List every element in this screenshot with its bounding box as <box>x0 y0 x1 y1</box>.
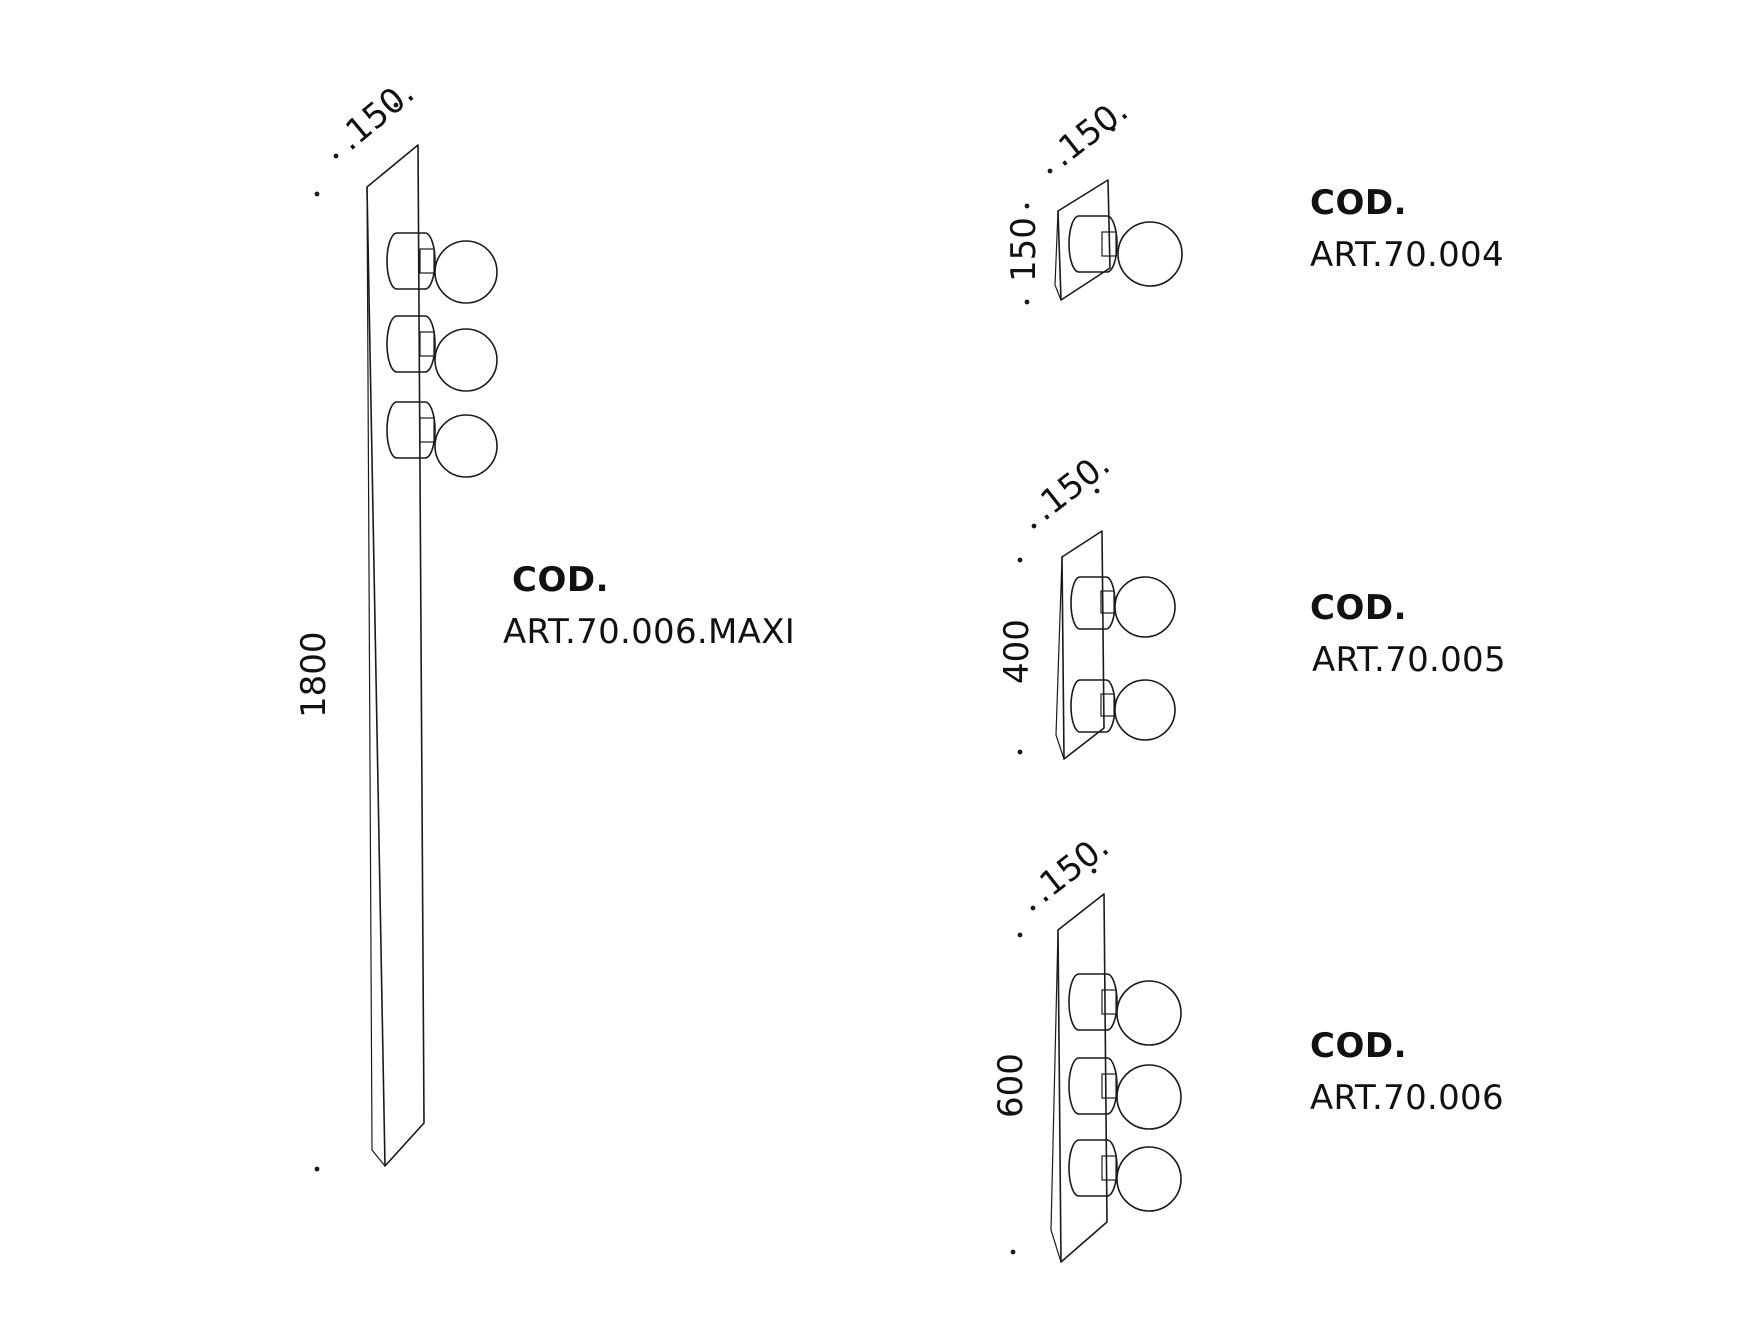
product-004-drawing: .150. 150 <box>1004 90 1183 305</box>
maxi-article-number: ART.70.006.MAXI <box>503 612 796 652</box>
006-depth-dot-a <box>1030 905 1036 911</box>
005-height-dot-top <box>1017 557 1023 563</box>
maxi-bulb-2 <box>386 315 498 392</box>
006-height-dot-top <box>1017 932 1023 938</box>
004-bulb-1 <box>1068 215 1183 287</box>
006-code-label: COD. <box>1310 1026 1407 1066</box>
006-bulb-3 <box>1068 1139 1182 1212</box>
maxi-depth-dot-a <box>333 153 339 159</box>
004-height-dot-bottom <box>1024 299 1030 305</box>
005-panel <box>1055 530 1105 760</box>
005-code-label: COD. <box>1310 588 1407 628</box>
004-depth-dot-a <box>1047 168 1053 174</box>
product-005-drawing: .150. 400 <box>997 444 1176 760</box>
maxi-depth-dot-b <box>393 102 399 108</box>
005-depth-dot-b <box>1094 488 1100 494</box>
006-bulb-2 <box>1068 1057 1182 1130</box>
006-panel <box>1050 893 1108 1263</box>
005-bulb-2 <box>1070 679 1176 741</box>
005-height-dot-bottom <box>1017 749 1023 755</box>
004-height-label: 150 <box>1004 217 1044 282</box>
005-depth-label: .150. <box>1025 444 1118 529</box>
004-article-number: ART.70.004 <box>1310 235 1504 275</box>
004-height-dot-top <box>1024 203 1030 209</box>
maxi-height-label: 1800 <box>294 631 334 718</box>
004-code-label: COD. <box>1310 183 1407 223</box>
product-maxi-drawing: .150. 1800 <box>294 73 498 1172</box>
maxi-depth-label: .150. <box>330 73 422 159</box>
maxi-code-label: COD. <box>512 560 609 600</box>
maxi-panel <box>366 144 425 1167</box>
004-panel <box>1054 179 1111 301</box>
004-depth-label: .150. <box>1043 90 1136 175</box>
005-depth-dot-a <box>1031 523 1037 529</box>
maxi-height-dot-bottom <box>314 1166 320 1172</box>
005-article-number: ART.70.005 <box>1312 640 1506 680</box>
006-depth-dot-b <box>1091 868 1097 874</box>
005-height-label: 400 <box>997 619 1037 684</box>
004-depth-dot-b <box>1110 126 1116 132</box>
006-height-label: 600 <box>991 1053 1031 1118</box>
maxi-bulb-3 <box>386 401 498 478</box>
maxi-height-dot-top <box>314 191 320 197</box>
005-bulb-1 <box>1070 576 1176 638</box>
006-height-dot-bottom <box>1010 1249 1016 1255</box>
006-bulb-1 <box>1068 973 1182 1046</box>
product-006-drawing: .150. 600 <box>991 826 1182 1263</box>
maxi-bulb-1 <box>386 232 498 304</box>
006-article-number: ART.70.006 <box>1310 1078 1504 1118</box>
006-depth-label: .150. <box>1024 826 1117 911</box>
